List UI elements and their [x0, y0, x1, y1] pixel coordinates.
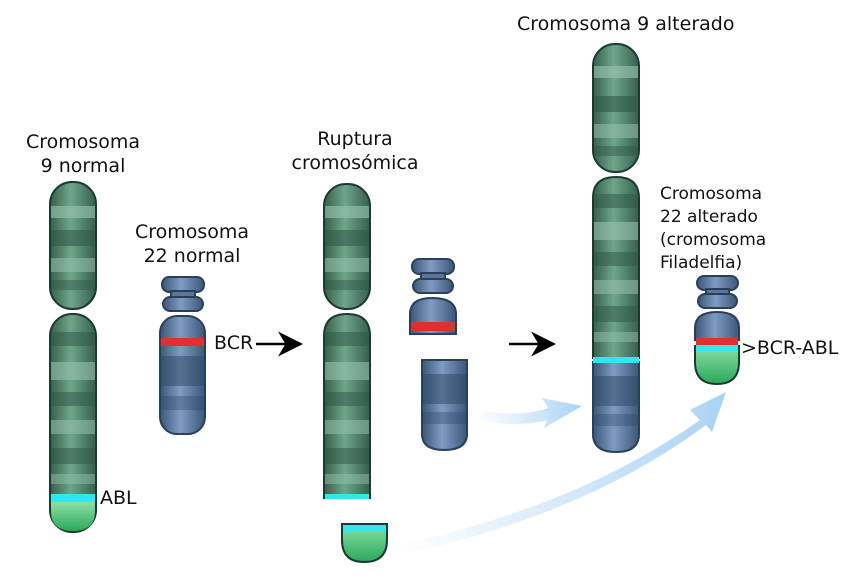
chromosome-9-altered-label: Cromosoma 9 alterado: [517, 13, 735, 35]
label-line: (cromosoma: [660, 230, 767, 250]
label-line: 22 alterado: [660, 207, 758, 227]
rupture-label: Ruptura cromosómica: [285, 127, 425, 175]
label-line: 22 normal: [143, 245, 241, 267]
abl-band: [51, 494, 95, 502]
chromosome-9-altered: [592, 43, 640, 454]
abl-fragment: [341, 523, 388, 564]
label-line: Ruptura: [317, 128, 393, 150]
chromosome-22-normal: [159, 276, 206, 435]
label-line: Cromosoma: [660, 184, 763, 204]
philadelphia-chromosome-label: Cromosoma 22 alterado (cromosoma Filadel…: [660, 183, 766, 275]
chromosome-9-normal-p-arm: [49, 181, 97, 310]
label-line: Cromosoma: [25, 131, 141, 153]
chromosome-22-altered: [694, 275, 740, 386]
bcr-band: [161, 338, 204, 346]
label-line: 9 normal: [40, 155, 126, 177]
label-line: Filadelfia): [660, 253, 743, 273]
abl-gene-label: ABL: [100, 487, 137, 509]
label-line: Cromosoma: [134, 221, 250, 243]
chromosome-9-normal-q-arm: [49, 313, 97, 533]
abl-band: [696, 345, 738, 351]
curved-arrow-icon: [400, 392, 726, 555]
curved-arrow-icon: [476, 398, 582, 428]
label-line: cromosómica: [291, 152, 419, 174]
chromosome-9-broken: [323, 183, 371, 499]
bcr-gene-label: BCR: [214, 332, 254, 354]
chromosome-22-broken-top: [409, 258, 457, 335]
bcr-abl-gene-label: >BCR-ABL: [741, 337, 839, 359]
bcr-band: [696, 338, 738, 345]
chromosome-9-normal: [49, 181, 97, 533]
chromosome-22-broken-bottom: [421, 359, 468, 452]
chromosome-22-normal-label: Cromosoma 22 normal: [122, 220, 262, 268]
chromosome-9-normal-label: Cromosoma 9 normal: [18, 130, 148, 178]
